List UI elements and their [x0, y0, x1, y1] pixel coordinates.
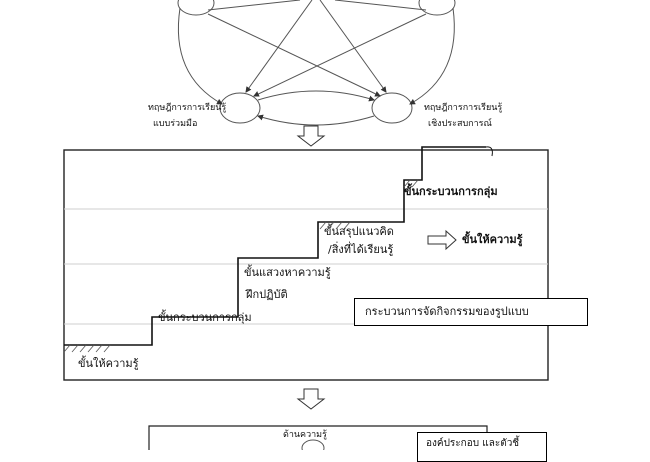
right-arrow	[427, 229, 457, 251]
step5-label: ขั้นกระบวนการกลุ่ม	[404, 185, 498, 198]
step4-label-line2: /สิ่งที่ได้เรียนรู้	[328, 243, 394, 256]
outer-arc	[257, 114, 375, 126]
top-hook	[485, 146, 493, 157]
model-diagram: ทฤษฎีการการเรียนรู้ แบบร่วมมือ ทฤษฎีการก…	[63, 0, 588, 462]
outer-arc	[409, 7, 455, 105]
staircase	[64, 146, 486, 346]
bottom-left-label-line2: แบบร่วมมือ	[153, 119, 198, 129]
top-right-node	[418, 0, 456, 16]
star-line	[207, 0, 301, 11]
down-arrow-2	[296, 388, 326, 410]
star-line	[245, 0, 313, 93]
bottom-node	[301, 439, 325, 450]
step4-label-line1: ขั้นสรุปแนวคิด	[324, 225, 394, 238]
step2-label: ขั้นกระบวนการกลุ่ม	[158, 311, 252, 324]
diagram-graphics	[63, 0, 549, 450]
pentagon-network	[177, 0, 456, 126]
outer-arc	[257, 90, 375, 102]
step3-label-line2: ฝึกปฏิบัติ	[246, 288, 288, 301]
down-arrow-1	[296, 125, 326, 147]
top-left-node	[177, 0, 215, 16]
step3-label-line1: ขั้นแสวงหาความรู้	[244, 266, 331, 279]
star-line	[253, 13, 427, 97]
star-line	[207, 13, 381, 97]
bottom-left-label-line1: ทฤษฎีการการเรียนรู้	[148, 103, 227, 113]
bottom-right-label-line1: ทฤษฎีการการเรียนรู้	[424, 103, 503, 113]
bottom-left-node	[219, 92, 261, 124]
bottom-node-label: ด้านความรู้	[283, 430, 327, 440]
star-line	[334, 0, 427, 11]
hatch-marks	[63, 179, 419, 353]
component-box: องค์ประกอบ และตัวชี้	[417, 432, 547, 462]
bottom-right-label-line2: เชิงประสบการณ์	[428, 119, 492, 129]
process-box: กระบวนการจัดกิจกรรมของรูปแบบ	[354, 298, 588, 326]
bottom-right-node	[371, 92, 413, 124]
stairs-frame	[63, 149, 549, 381]
arrow-label: ขั้นให้ความรู้	[462, 233, 523, 246]
outer-arc	[177, 7, 223, 105]
step1-label: ขั้นให้ความรู้	[78, 357, 139, 370]
star-line	[319, 0, 387, 93]
